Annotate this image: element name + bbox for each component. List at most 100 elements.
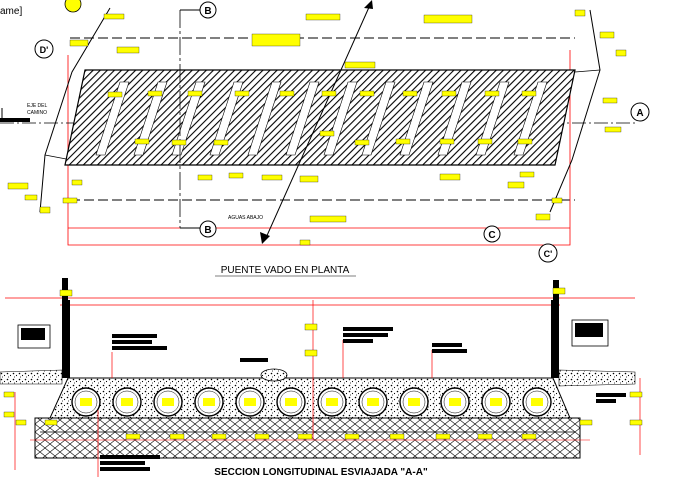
- flow-arrow-bottom: [260, 232, 270, 244]
- annotation-tag: [7, 182, 29, 190]
- annotation-tag: [389, 433, 405, 440]
- svg-text:C: C: [488, 230, 495, 241]
- pipe-tag: [490, 398, 502, 406]
- flow-line: [264, 4, 371, 241]
- deck-openings: [95, 81, 548, 156]
- deck-opening: [361, 81, 396, 156]
- annotation-tag: [521, 433, 537, 440]
- annotation-tag: [359, 90, 375, 97]
- label-bar: [343, 333, 388, 337]
- culvert-pipe-inner: [320, 390, 344, 414]
- svg-text:D': D': [40, 45, 49, 55]
- pipe-tag: [408, 398, 420, 406]
- annotation-tag: [125, 433, 141, 440]
- annotation-tag: [228, 172, 244, 179]
- annotation-tag: [484, 90, 500, 97]
- annotation-tag: [44, 419, 58, 426]
- culvert-pipe-inner: [74, 390, 98, 414]
- ground-left: [0, 369, 63, 385]
- annotation-tag: [344, 61, 376, 69]
- clipped-title: ame]: [0, 6, 22, 17]
- annotation-tag: [599, 31, 615, 39]
- marker-b-bottom: B: [199, 220, 217, 238]
- annotation-tag: [169, 433, 185, 440]
- annotation-tag: [234, 90, 250, 97]
- section-label-bars: [100, 327, 626, 471]
- annotation-tag: [59, 289, 73, 297]
- annotation-tag: [519, 171, 535, 178]
- culvert-pipe-inner: [115, 390, 139, 414]
- marker-d-prime: D': [34, 39, 54, 59]
- section-title: SECCION LONGITUDINAL ESVIAJADA "A-A": [214, 467, 428, 477]
- label-bar: [100, 461, 145, 465]
- marker-b-top: B: [199, 1, 217, 19]
- annotation-tag: [304, 349, 318, 357]
- label-bar: [112, 340, 152, 344]
- deck-opening: [209, 81, 244, 156]
- annotation-tag: [299, 175, 319, 183]
- deck-opening: [323, 81, 358, 156]
- post-left: [62, 278, 68, 378]
- annotation-tag: [305, 13, 341, 21]
- label-bar: [240, 358, 268, 362]
- wingwall-right: [549, 9, 601, 213]
- pipe-tag: [121, 398, 133, 406]
- annotation-tag: [254, 433, 270, 440]
- culvert-pipe-inner: [197, 390, 221, 414]
- annotation-tag: [521, 90, 537, 97]
- annotation-tag: [552, 287, 566, 295]
- pipe-tag: [162, 398, 174, 406]
- plan-annotation-tags: [7, 9, 627, 246]
- annotation-tag: [439, 173, 461, 181]
- marker-a: A: [630, 102, 650, 122]
- annotation-tag: [574, 9, 586, 17]
- label-bar: [343, 339, 373, 343]
- marker-c: C: [483, 225, 501, 243]
- label-bar: [596, 393, 626, 397]
- annotation-tag: [551, 197, 563, 204]
- label-bar: [596, 399, 616, 403]
- culvert-pipes: [71, 387, 552, 417]
- svg-text:C': C': [544, 249, 553, 259]
- deck-opening: [247, 81, 282, 156]
- deck-opening: [475, 81, 510, 156]
- annotation-tag: [15, 419, 27, 426]
- annotation-tag: [3, 391, 15, 398]
- culvert-pipe-inner: [525, 390, 549, 414]
- callout-text-right: [575, 323, 603, 337]
- annotation-tag: [62, 197, 78, 204]
- annotation-tag: [423, 14, 473, 24]
- pipe-tag: [531, 398, 543, 406]
- pipe-tag: [326, 398, 338, 406]
- annotation-tag: [116, 46, 140, 54]
- flow-arrow-top: [364, 0, 373, 9]
- culvert-pipe-inner: [443, 390, 467, 414]
- label-bar: [432, 349, 467, 353]
- culvert-pipe-inner: [238, 390, 262, 414]
- culvert-pipe-inner: [402, 390, 426, 414]
- label-bar: [432, 343, 462, 347]
- annotation-tag: [211, 433, 227, 440]
- annotation-tag: [39, 206, 51, 214]
- annotation-tag: [615, 49, 627, 57]
- annotation-tag: [395, 138, 411, 145]
- annotation-tag: [261, 174, 283, 181]
- crown-mound: [260, 368, 288, 382]
- marker-top-left: [64, 0, 82, 13]
- svg-text:B: B: [204, 225, 211, 236]
- pipe-tag: [203, 398, 215, 406]
- culvert-pipe-inner: [484, 390, 508, 414]
- deck-opening: [285, 81, 320, 156]
- flow-label: AGUAS ABAJO: [228, 215, 263, 221]
- annotation-tag: [71, 179, 83, 186]
- post-left-inner: [68, 300, 70, 380]
- wingwall-right-inner: [574, 69, 601, 73]
- pipe-tag: [449, 398, 461, 406]
- pipe-tag: [285, 398, 297, 406]
- annotation-tag: [134, 138, 150, 145]
- annotation-tag: [344, 433, 360, 440]
- deck-opening: [437, 81, 472, 156]
- label-bar: [343, 327, 393, 331]
- annotation-tag: [604, 126, 622, 133]
